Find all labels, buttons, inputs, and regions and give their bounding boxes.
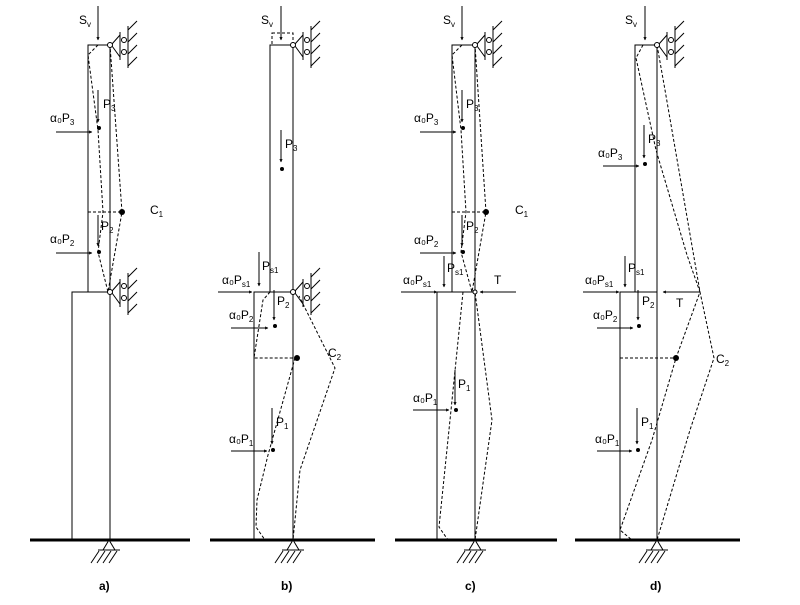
panel-c: Sv P3 α₀P3 C1 P2 α₀P2 Ps1 α₀Ps1 T P1 α₀P…	[395, 6, 557, 593]
p1-point	[636, 448, 640, 452]
t-label: T	[676, 296, 684, 310]
p3-label: P3	[648, 132, 661, 148]
ps1-label: Ps1	[447, 261, 464, 277]
p3-point	[97, 126, 101, 130]
lower-column	[71, 291, 111, 541]
sv-label: Sv	[261, 13, 273, 29]
ground-hatch	[90, 539, 120, 564]
upper-column	[634, 44, 658, 293]
ground-hatch	[456, 539, 486, 564]
p3-label: P3	[103, 97, 116, 113]
top-roller-support	[290, 20, 321, 68]
aps1-label: α₀Ps1	[585, 273, 614, 289]
upper-column	[87, 44, 111, 293]
ap1-label: α₀P1	[413, 391, 438, 407]
panel-caption: a)	[99, 579, 110, 593]
ap2-label: α₀P2	[50, 232, 75, 248]
panel-caption: d)	[650, 579, 661, 593]
sv-label: Sv	[625, 13, 637, 29]
p3-point	[643, 162, 647, 166]
ap1-label: α₀P1	[229, 432, 254, 448]
ap2-label: α₀P2	[593, 308, 618, 324]
c2-label: C2	[328, 346, 342, 362]
deformed-shape	[619, 44, 715, 541]
ground-hatch	[638, 539, 668, 564]
ap2-label: α₀P2	[414, 233, 439, 249]
p1-label: P1	[276, 415, 289, 431]
deformed-shape-lower	[438, 291, 493, 541]
p1-point	[454, 408, 458, 412]
panel-caption: b)	[281, 579, 292, 593]
panel-caption: c)	[465, 579, 476, 593]
ps1-label: Ps1	[262, 259, 279, 275]
p3-point	[280, 167, 284, 171]
p2-point	[273, 324, 277, 328]
c1-label: C1	[515, 203, 529, 219]
aps1-label: α₀Ps1	[403, 273, 432, 289]
ps1-label: Ps1	[628, 261, 645, 277]
top-roller-support	[107, 20, 138, 68]
c1-point	[119, 209, 125, 215]
ap3-label: α₀P3	[598, 146, 623, 162]
p1-point	[271, 448, 275, 452]
ap3-label: α₀P3	[50, 111, 75, 127]
lower-column	[619, 291, 658, 541]
c2-point	[294, 355, 300, 361]
c1-point	[483, 209, 489, 215]
p2-label: P2	[466, 219, 479, 235]
c2-point	[673, 355, 679, 361]
panel-d: Sv P3 α₀P3 Ps1 α₀Ps1 P2 α₀P2 T C2 P1 α₀P…	[575, 6, 740, 593]
c1-label: C1	[150, 203, 164, 219]
upper-column	[269, 44, 294, 293]
p2-point	[461, 250, 465, 254]
sv-label: Sv	[79, 13, 91, 29]
p2-point	[97, 250, 101, 254]
panel-a: Sv P3 α₀P3 C1 P2 α₀P2 a)	[30, 6, 190, 593]
ground-hatch	[274, 539, 304, 564]
lower-column	[436, 291, 476, 541]
mid-roller-support	[107, 267, 138, 315]
deformed-shape	[253, 291, 336, 541]
p3-label: P3	[466, 97, 479, 113]
p2-point	[637, 324, 641, 328]
ap2-label: α₀P2	[229, 308, 254, 324]
panel-b: Sv P3 Ps1 α₀Ps1 P2 α₀P2 C2 P1 α₀P1 b)	[210, 6, 375, 593]
p2-label: P2	[642, 294, 655, 310]
p3-label: P3	[285, 137, 298, 153]
upper-column	[451, 44, 476, 293]
p3-point	[461, 126, 465, 130]
aps1-label: α₀Ps1	[222, 273, 251, 289]
p2-label: P2	[277, 294, 290, 310]
ap3-label: α₀P3	[414, 111, 439, 127]
top-roller-support	[654, 20, 685, 68]
lower-column	[253, 291, 294, 541]
p2-label: P2	[101, 219, 114, 235]
ap1-label: α₀P1	[595, 432, 620, 448]
p1-label: P1	[458, 377, 471, 393]
deformed-shape-upper	[451, 44, 487, 293]
top-roller-support	[472, 20, 503, 68]
deformed-shape	[87, 44, 123, 293]
sv-label: Sv	[443, 13, 455, 29]
c2-label: C2	[716, 352, 730, 368]
mid-roller-support	[290, 267, 321, 315]
t-label: T	[494, 273, 502, 287]
p1-label: P1	[641, 415, 654, 431]
